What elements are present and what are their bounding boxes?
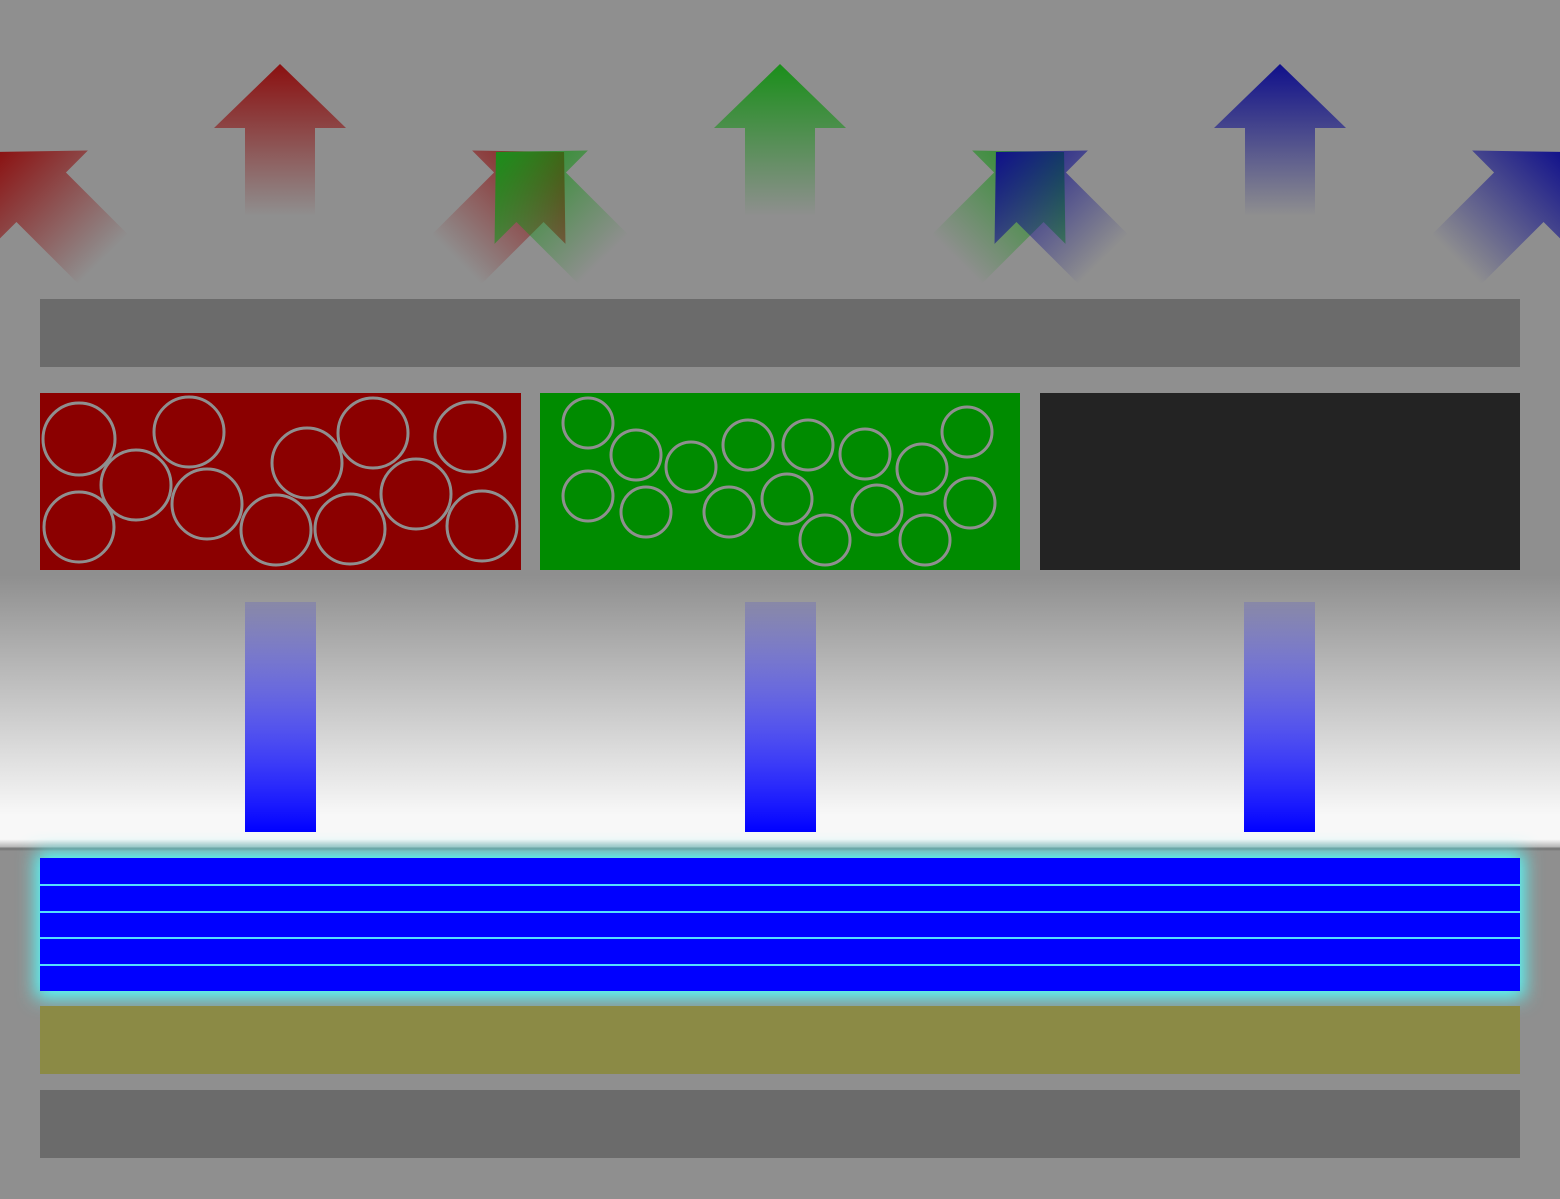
quantum-dot bbox=[561, 469, 615, 523]
blue-light-beam bbox=[245, 602, 316, 832]
blue-transparent-subpixel bbox=[1040, 393, 1520, 570]
quantum-dot bbox=[721, 418, 775, 472]
blue-light-beam bbox=[1244, 602, 1315, 832]
blue-arrow-left bbox=[994, 150, 1129, 285]
quantum-dot bbox=[270, 426, 344, 500]
quantum-dot bbox=[609, 428, 663, 482]
quantum-dot bbox=[42, 490, 116, 564]
quantum-dot bbox=[433, 400, 507, 474]
subpixel-layer bbox=[40, 393, 1520, 570]
quantum-dot bbox=[898, 513, 952, 567]
quantum-dot bbox=[152, 395, 226, 469]
quantum-dot bbox=[619, 485, 673, 539]
blue-light-beams bbox=[245, 602, 1315, 832]
bottom-substrate-layer bbox=[40, 1090, 1520, 1158]
quantum-dot bbox=[445, 489, 519, 563]
quantum-dot bbox=[336, 396, 410, 470]
quantum-dot bbox=[940, 405, 994, 459]
top-glass-layer bbox=[40, 299, 1520, 367]
green-arrow-up bbox=[714, 64, 846, 216]
red-arrow-up bbox=[214, 64, 346, 216]
blue-led-layer-lines bbox=[40, 884, 1520, 966]
quantum-dot bbox=[664, 440, 718, 494]
quantum-dot bbox=[943, 476, 997, 530]
reflector-layer bbox=[40, 1006, 1520, 1074]
quantum-dot bbox=[379, 457, 453, 531]
quantum-dot bbox=[99, 448, 173, 522]
emitted-light-arrows bbox=[0, 64, 1560, 285]
quantum-dot bbox=[313, 492, 387, 566]
blue-light-beam bbox=[745, 602, 816, 832]
blue-arrow-up bbox=[1214, 64, 1346, 216]
quantum-dot bbox=[838, 427, 892, 481]
quantum-dot bbox=[850, 483, 904, 537]
quantum-dot bbox=[781, 418, 835, 472]
quantum-dot bbox=[239, 493, 313, 567]
quantum-dot bbox=[760, 472, 814, 526]
blue-arrow-right bbox=[1431, 150, 1560, 285]
quantum-dot bbox=[798, 513, 852, 567]
quantum-dot bbox=[895, 442, 949, 496]
green-arrow-left bbox=[494, 150, 629, 285]
green-quantum-dot-subpixel bbox=[540, 393, 1020, 570]
red-arrow-left bbox=[0, 150, 129, 285]
blue-led-layer bbox=[40, 858, 1520, 991]
quantum-dot bbox=[702, 485, 756, 539]
red-quantum-dot-subpixel bbox=[40, 393, 521, 570]
blue-arrow-group bbox=[994, 64, 1560, 285]
quantum-dot bbox=[170, 467, 244, 541]
quantum-dot bbox=[561, 396, 615, 450]
quantum-dot bbox=[41, 401, 117, 477]
